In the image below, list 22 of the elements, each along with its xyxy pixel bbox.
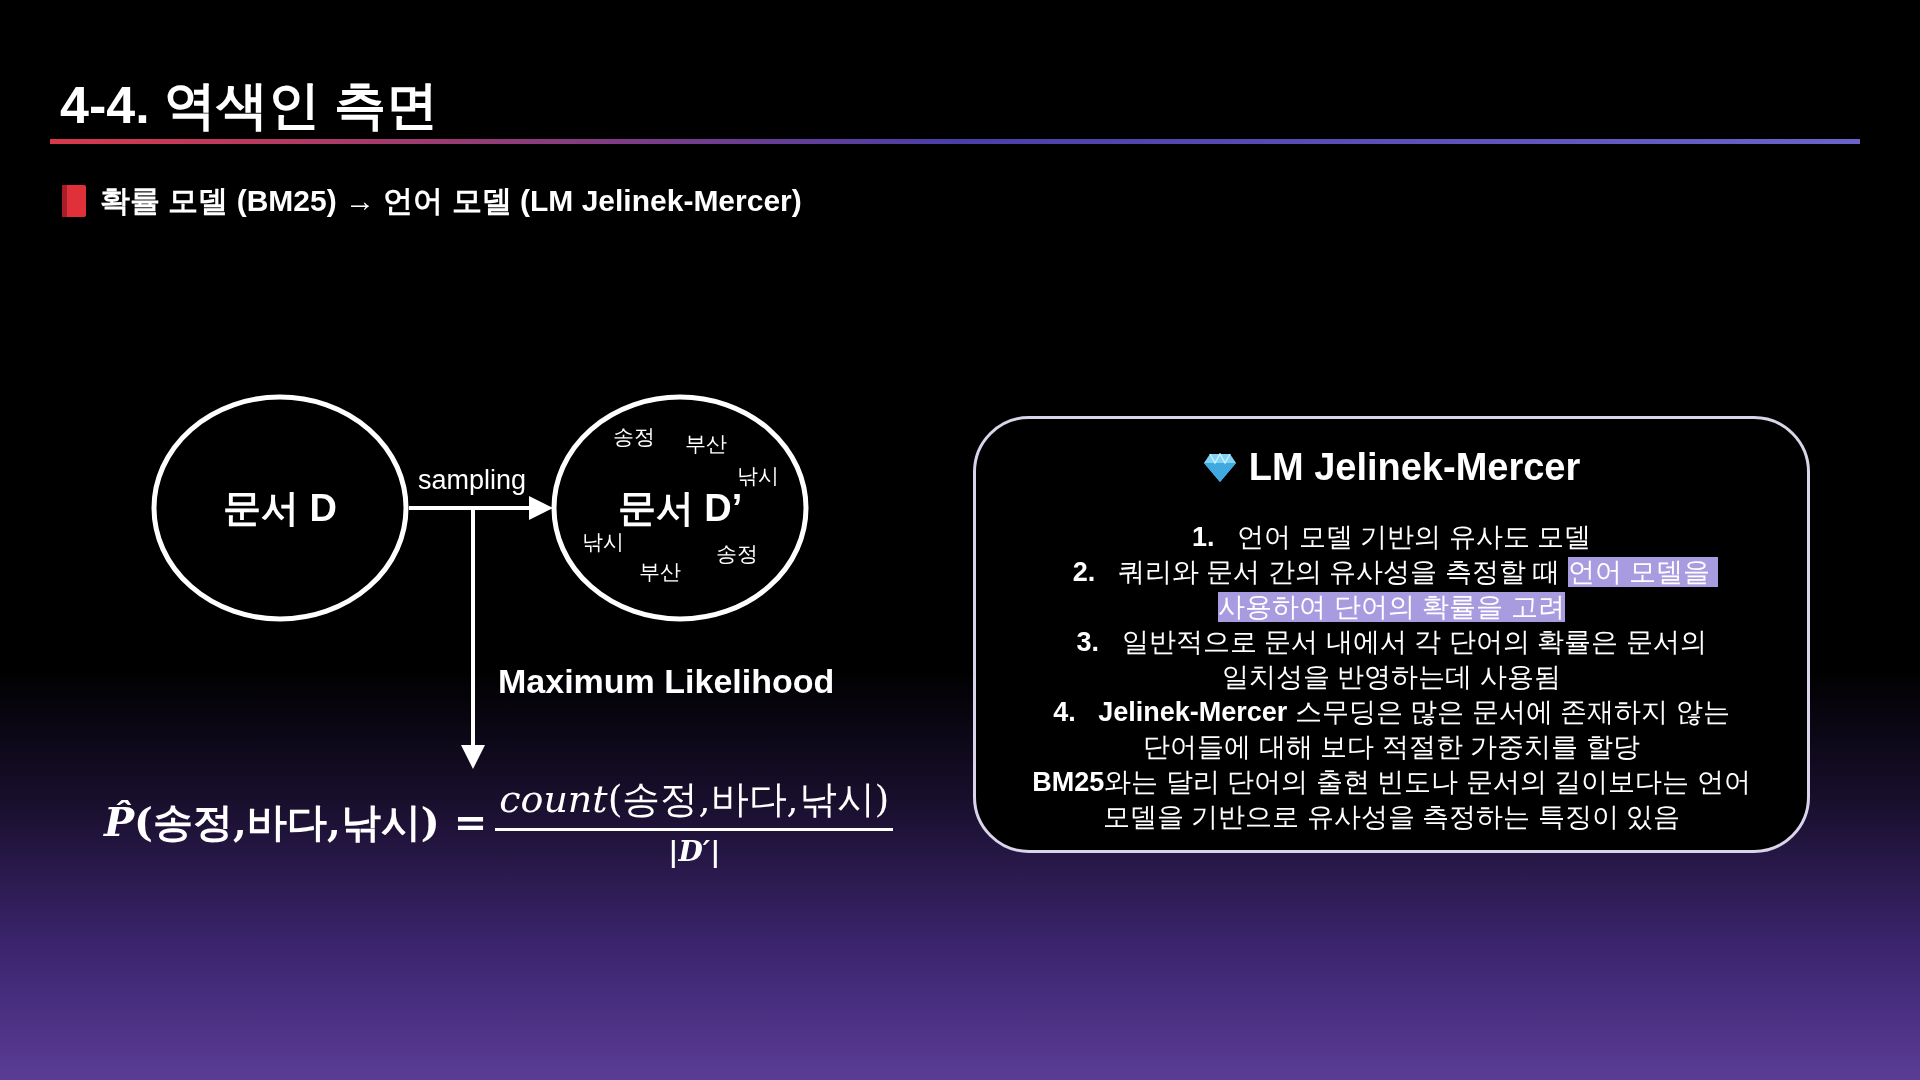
formula-text: P̂(송정,바다,낚시) = bbox=[104, 797, 488, 847]
term-text: 낚시 bbox=[581, 529, 624, 556]
subtitle: 확률 모델 (BM25) → 언어 모델 (LM Jelinek-Mercer) bbox=[100, 183, 802, 219]
document-label: 문서 D bbox=[223, 485, 337, 531]
card-heading: LM Jelinek-Mercer bbox=[1248, 445, 1581, 490]
list-item: 4. Jelinek-Mercer 스무딩은 많은 문서에 존재하지 않는 단어들에 대해 보다 적절한 가중치를 할당 bbox=[1052, 696, 1731, 764]
info-card bbox=[973, 416, 1810, 853]
term-text: 송정 bbox=[612, 424, 655, 451]
document-ellipse bbox=[551, 394, 809, 622]
term-text: 부산 bbox=[685, 431, 728, 458]
slide-title: 4-4. 역색인 측면 bbox=[60, 75, 439, 136]
formula-numerator: count(송정,바다,낚시) bbox=[495, 771, 894, 831]
edge-label: sampling bbox=[418, 464, 527, 497]
edge-label: Maximum Likelihood bbox=[498, 661, 835, 702]
list-item: 1. 언어 모델 기반의 유사도 모델 bbox=[1191, 521, 1591, 554]
arrow bbox=[409, 506, 485, 769]
list-item: 3. 일반적으로 문서 내에서 각 단어의 확률은 문서의 일치성을 반영하는데 사용됨 bbox=[1075, 626, 1708, 694]
note-text: BM25와는 달리 단어의 출현 빈도나 문서의 길이보다는 언어 모델을 기반으로 유사성을 측정하는 특징이 있음 bbox=[1031, 766, 1752, 834]
term-text: 송정 bbox=[716, 540, 759, 567]
term-text: 부산 bbox=[638, 558, 681, 585]
document-ellipse bbox=[151, 394, 409, 622]
formula-denominator: |D′| bbox=[668, 834, 721, 870]
